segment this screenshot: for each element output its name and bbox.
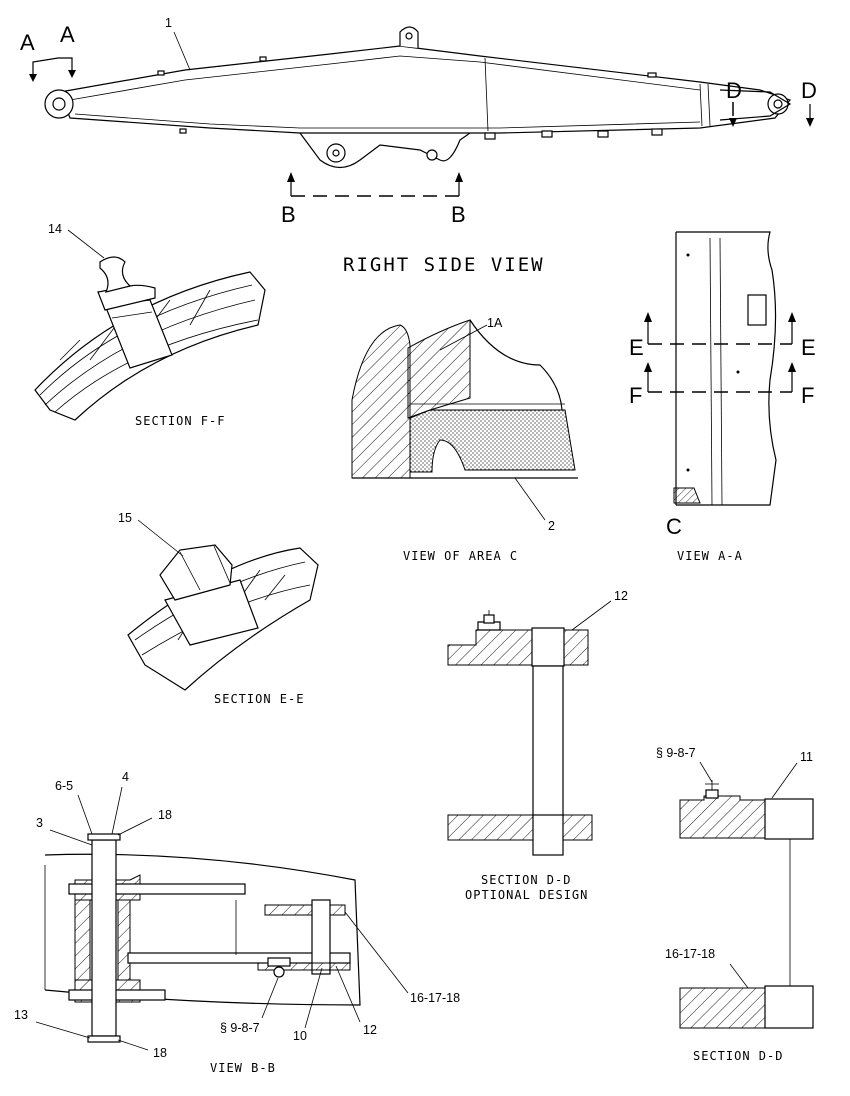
callout-3: 3 — [36, 816, 43, 830]
caption-view-b-b: VIEW B-B — [210, 1061, 276, 1075]
view-area-c: 1A 2 VIEW OF AREA C — [351, 316, 578, 563]
callout-12-top: 12 — [614, 589, 628, 603]
svg-text:A: A — [60, 22, 75, 47]
caption-section-d-d-optional-1: SECTION D-D — [481, 873, 571, 887]
callout-2: 2 — [548, 519, 555, 533]
caption-section-e-e: SECTION E-E — [214, 692, 304, 706]
caption-view-of-area-c: VIEW OF AREA C — [403, 549, 518, 563]
section-marker-d: D D — [726, 78, 817, 127]
view-b-b: 6-5 4 18 3 13 18 § 9-8-7 10 12 16-17-18 … — [14, 770, 460, 1075]
caption-section-d-d-optional-2: OPTIONAL DESIGN — [465, 888, 588, 902]
callout-12-bottom: 12 — [363, 1023, 377, 1037]
section-d-d-optional: 12 SECTION D-D OPTIONAL DESIGN — [447, 589, 628, 902]
boom-small-lugs — [157, 56, 663, 140]
section-marker-b: B B — [281, 172, 466, 227]
caption-section-f-f: SECTION F-F — [135, 414, 225, 428]
caption-section-d-d: SECTION D-D — [693, 1049, 783, 1063]
callout-11: 11 — [800, 750, 813, 764]
svg-text:F: F — [801, 383, 814, 408]
callout-13: 13 — [14, 1008, 28, 1022]
view-a-a: E E F F C VIEW A-A — [629, 231, 816, 563]
callout-15: 15 — [118, 511, 132, 525]
svg-text:B: B — [281, 202, 296, 227]
callout-4: 4 — [122, 770, 129, 784]
caption-view-a-a: VIEW A-A — [677, 549, 743, 563]
svg-text:E: E — [629, 335, 644, 360]
callout-10: 10 — [293, 1029, 307, 1043]
callout-9-8-7-right: § 9-8-7 — [656, 746, 696, 760]
svg-text:A: A — [20, 30, 35, 55]
callout-18-top: 18 — [158, 808, 172, 822]
callout-1: 1 — [165, 16, 172, 30]
callout-16-17-18-left: 16-17-18 — [410, 991, 460, 1005]
section-marker-a: A A — [20, 22, 76, 82]
svg-text:C: C — [666, 514, 682, 539]
section-d-d: § 9-8-7 11 16-17-18 SECTION D-D — [656, 746, 814, 1063]
callout-16-17-18-right: 16-17-18 — [665, 947, 715, 961]
svg-text:B: B — [451, 202, 466, 227]
svg-text:D: D — [801, 78, 817, 103]
callout-9-8-7-left: § 9-8-7 — [220, 1021, 260, 1035]
callout-14: 14 — [48, 222, 62, 236]
callout-6-5: 6-5 — [55, 779, 73, 793]
caption-right-side-view: RIGHT SIDE VIEW — [343, 254, 545, 276]
svg-text:D: D — [726, 78, 742, 103]
boom-side-view: 1 — [44, 16, 792, 169]
svg-text:F: F — [629, 383, 642, 408]
section-f-f: 14 SECTION F-F — [34, 222, 266, 428]
svg-text:E: E — [801, 335, 816, 360]
callout-1a: 1A — [487, 316, 503, 330]
section-e-e: 15 SECTION E-E — [118, 511, 319, 706]
callout-18-bottom: 18 — [153, 1046, 167, 1060]
